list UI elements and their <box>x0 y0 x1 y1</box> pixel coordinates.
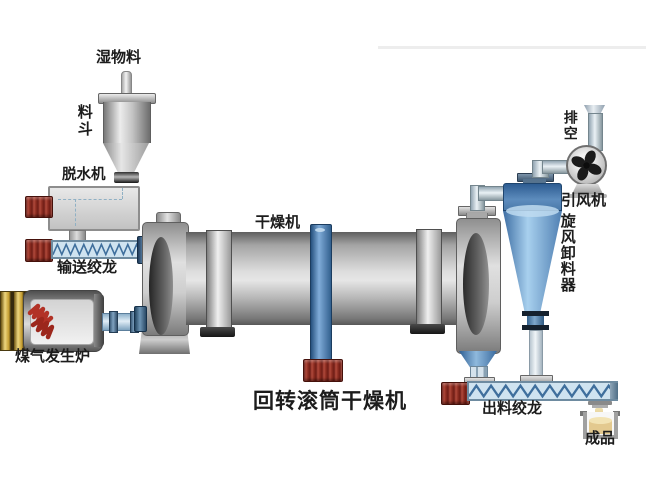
drum-support-ring-2 <box>416 229 442 329</box>
hot-air-pipe-flange-1 <box>109 311 118 333</box>
hopper-valve <box>114 172 139 183</box>
discharge-screw-end-cap <box>610 383 618 399</box>
wet-material-label: 湿物料 <box>96 48 142 66</box>
product-fill-surface <box>589 417 612 424</box>
drum-left-face-ellipse <box>149 237 173 335</box>
diagram-title: 回转滚筒干燥机 <box>253 389 407 413</box>
drum-support-base-2 <box>410 324 445 334</box>
furnace-face <box>30 299 94 345</box>
drive-motor <box>303 359 343 382</box>
drum-right-head-neck <box>466 213 488 220</box>
cyclone-valve-top-flange <box>522 311 549 316</box>
hopper-label: 料斗 <box>75 104 94 138</box>
drum-support-base-1 <box>200 327 235 337</box>
hot-air-inlet-port <box>134 306 147 332</box>
dewaterer-drop-line <box>122 188 123 199</box>
hopper-funnel <box>103 143 149 173</box>
hopper-body <box>103 102 151 143</box>
exhaust-label: 排空 <box>561 110 578 142</box>
cyclone-drop-pipe <box>529 330 543 380</box>
cyclone-valve-body <box>527 316 544 325</box>
discharge-screw-housing <box>467 381 618 401</box>
feed-screw-zigzag <box>53 242 141 257</box>
faint-line <box>378 46 646 49</box>
feed-screw-housing <box>51 240 143 259</box>
fan-base <box>571 184 604 196</box>
fan-propeller-icon <box>571 150 602 181</box>
dewaterer-down-line <box>75 199 76 226</box>
feed-screw-label: 输送绞龙 <box>57 258 118 276</box>
product-label: 成品 <box>585 429 616 447</box>
dewaterer-box <box>48 186 140 231</box>
discharge-screw-label: 出料绞龙 <box>482 399 543 417</box>
cyclone-label: 旋风卸料器 <box>558 213 577 293</box>
fan-housing <box>566 145 607 186</box>
dewaterer-motor <box>25 196 53 218</box>
dryer-label: 干燥机 <box>255 213 301 231</box>
gear-band-highlight <box>315 228 325 232</box>
feed-screw-motor <box>25 239 53 262</box>
furnace-label: 煤气发生炉 <box>15 347 91 365</box>
drum-right-face-ellipse <box>463 233 489 335</box>
furnace-end-cap <box>94 294 104 347</box>
product-outlet-flange-b <box>592 405 608 408</box>
draft-fan-label: 引风机 <box>561 191 607 209</box>
drum-support-ring-1 <box>206 230 232 332</box>
right-head-discharge-funnel <box>459 351 497 368</box>
fan-stack-flare <box>584 105 605 114</box>
discharge-screw-zigzag <box>469 383 616 399</box>
dewaterer-level-line <box>58 199 122 200</box>
fan-foot <box>568 194 607 198</box>
dewaterer-label: 脱水机 <box>62 167 106 183</box>
drum-gear-band <box>310 224 332 362</box>
cyclone-valve-bottom-flange <box>522 325 549 330</box>
cyclone-neck <box>523 179 546 184</box>
cyclone-highlight <box>506 205 559 217</box>
product-outlet-flange-a <box>588 401 612 405</box>
discharge-screw-motor <box>441 382 470 405</box>
cyclone-cone <box>503 211 562 313</box>
furnace-flame-icon <box>27 303 55 340</box>
